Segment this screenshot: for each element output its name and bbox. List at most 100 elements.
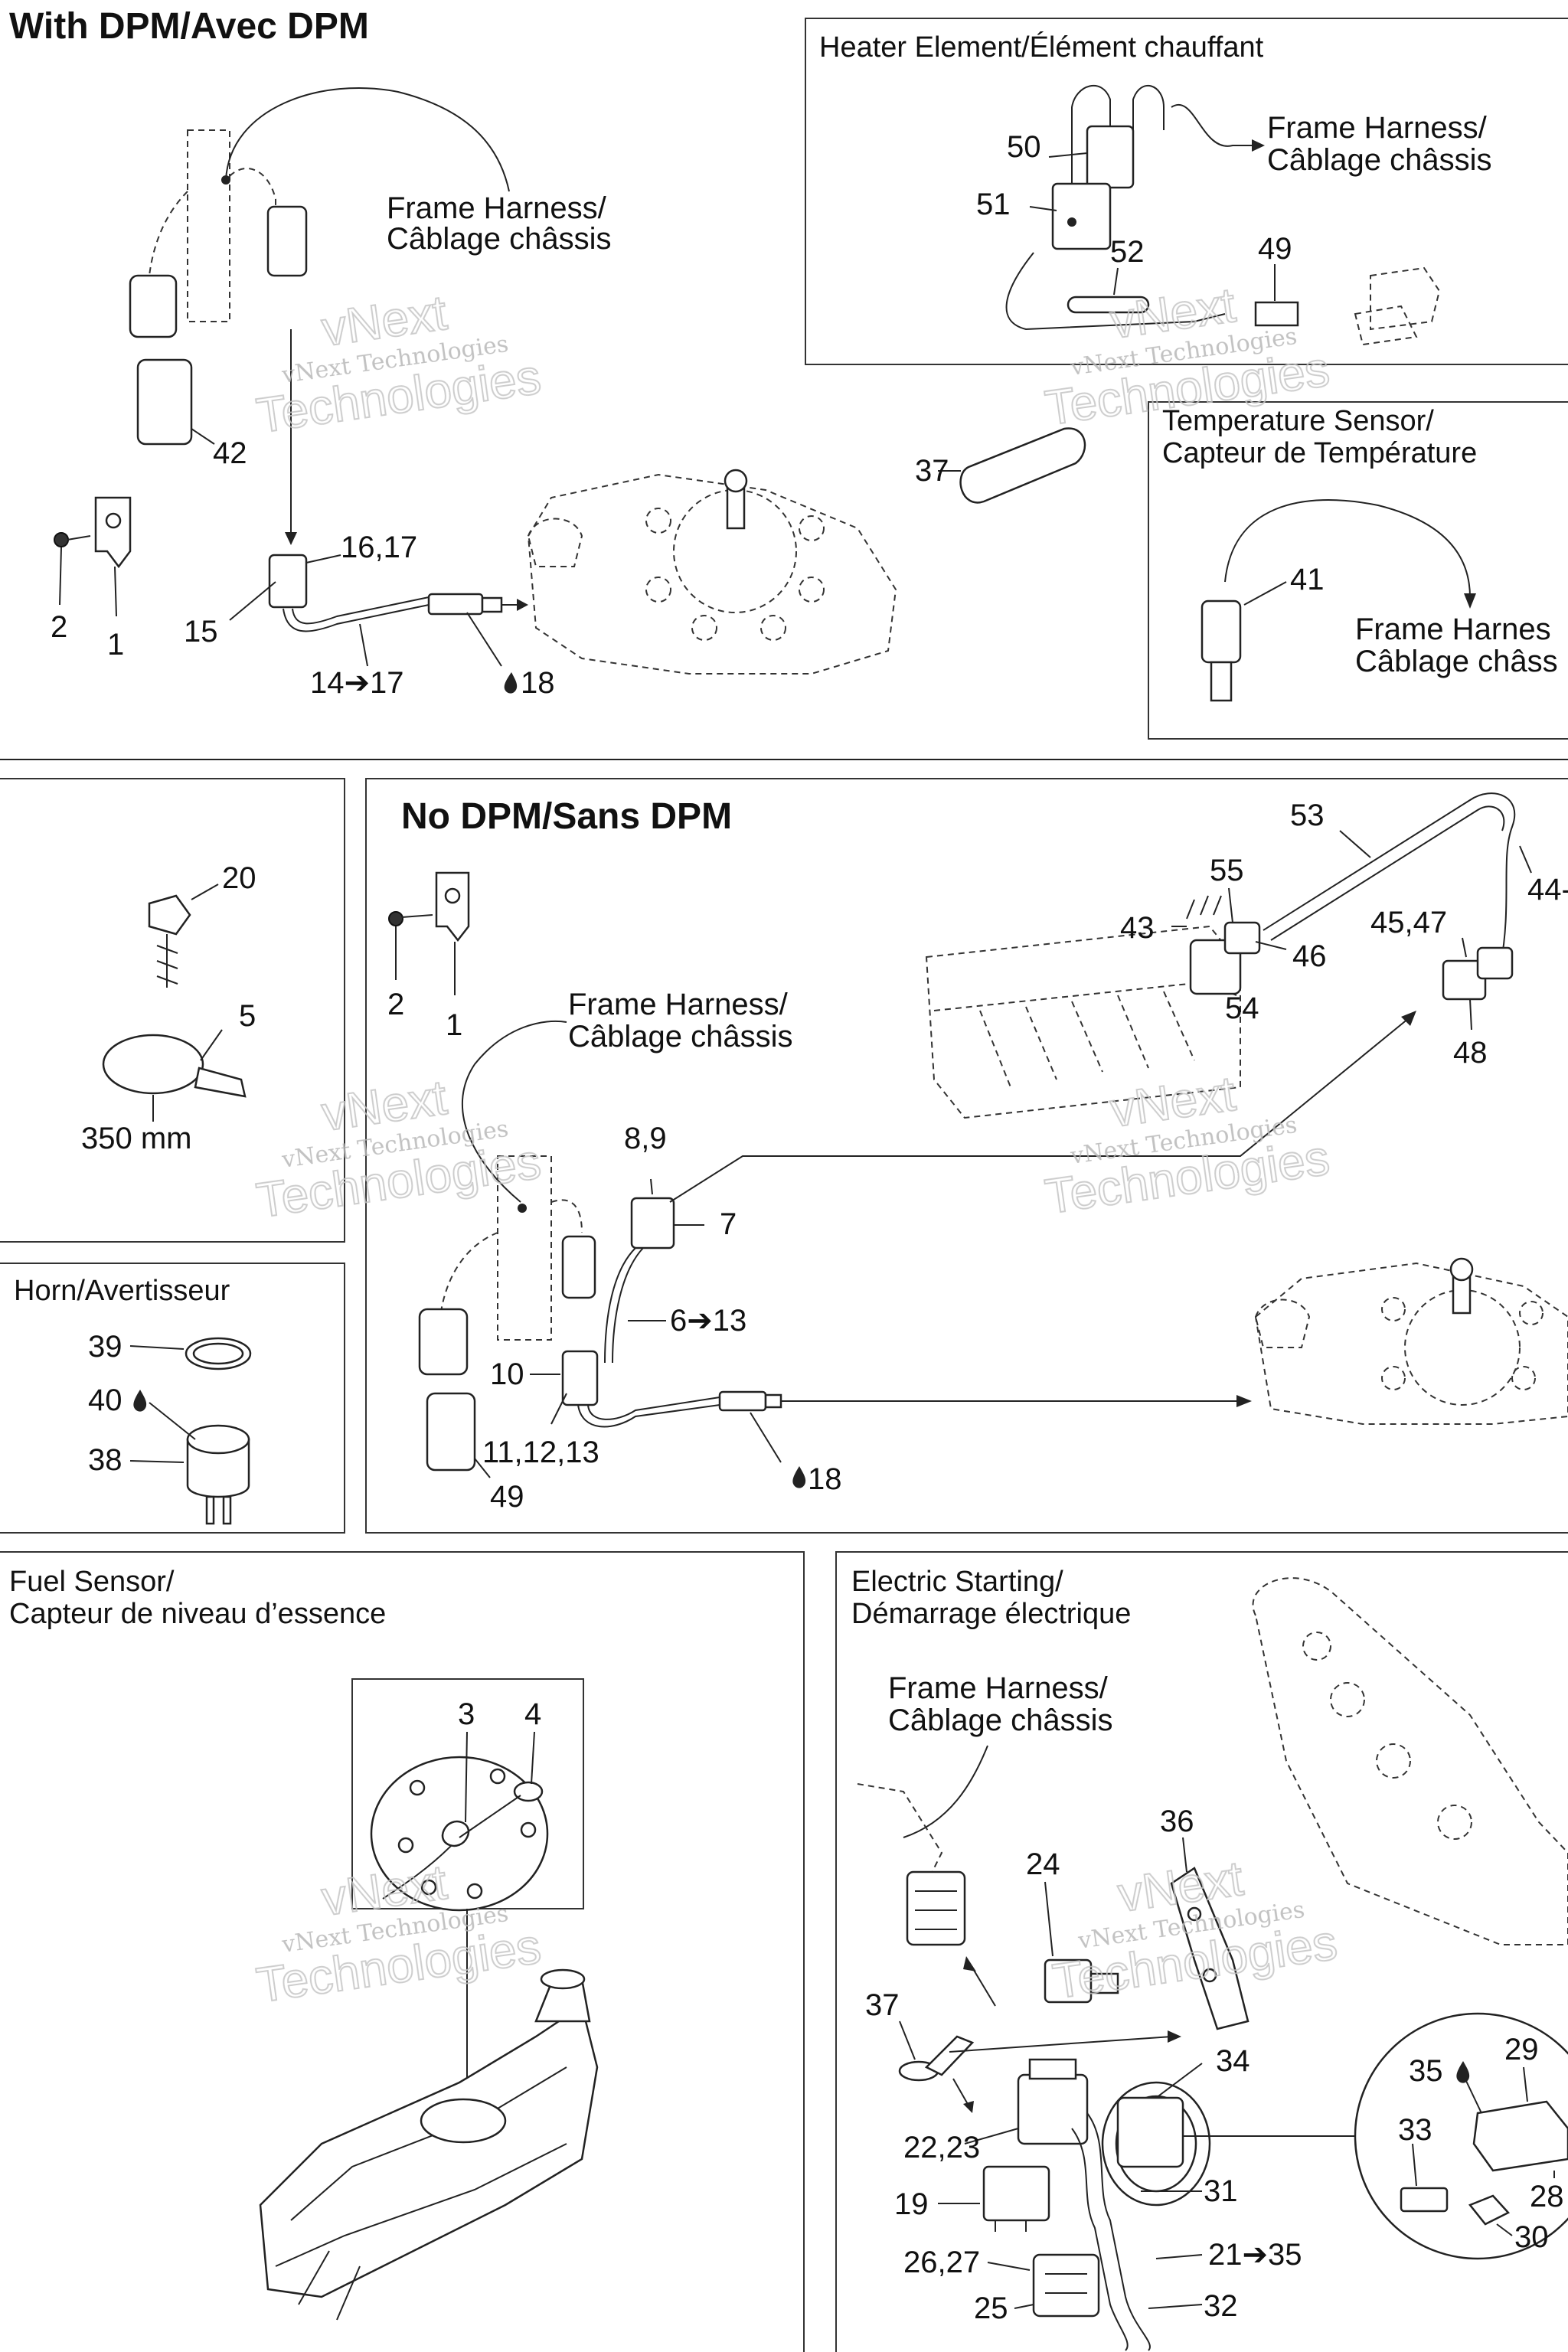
sensor-harness-no-dpm: [561, 1197, 782, 1428]
fuel-sensor-panel: [0, 1551, 805, 2352]
connector-25: [1032, 2253, 1100, 2318]
callout-15: 15: [184, 615, 218, 648]
callout-46: 46: [1292, 939, 1327, 973]
callout-51: 51: [976, 188, 1011, 221]
callout-7: 7: [720, 1207, 737, 1241]
callout-6-13: 6➔13: [670, 1304, 746, 1338]
temp-frame-harness-label-fr: Câblage châss: [1355, 645, 1558, 678]
heater-element-52: [1067, 296, 1150, 314]
no-dpm-title: No DPM/Sans DPM: [401, 796, 732, 837]
heater-title: Heater Element/Élément chauffant: [819, 31, 1264, 64]
callout-37-es: 37: [865, 1988, 900, 2022]
callout-49-heater: 49: [1258, 232, 1292, 266]
callout-39: 39: [88, 1330, 122, 1364]
callout-1-with-dpm: 1: [107, 628, 124, 662]
fuel-sensor-title-line2: Capteur de niveau d’essence: [9, 1598, 386, 1630]
callout-18-with-dpm: 18: [521, 666, 555, 700]
callout-5: 5: [239, 999, 256, 1033]
connector-49: [426, 1392, 476, 1472]
engine-head-with-dpm: [527, 469, 897, 675]
callout-54: 54: [1225, 991, 1259, 1025]
callout-25: 25: [974, 2292, 1008, 2325]
callout-53: 53: [1290, 799, 1325, 832]
horn-panel: [0, 1263, 345, 1534]
callout-3: 3: [458, 1697, 475, 1731]
callout-36: 36: [1160, 1805, 1194, 1838]
heater-housing-sketch: [1354, 266, 1441, 346]
sensor-harness-with-dpm: [268, 554, 503, 632]
oil-drop-icon: [504, 672, 518, 694]
heater-element-panel: [805, 18, 1568, 365]
callout-43: 43: [1120, 911, 1155, 945]
callout-45-47: 45,47: [1370, 906, 1447, 939]
electric-starting-title-line2: Démarrage électrique: [851, 1598, 1131, 1630]
with-dpm-title: With DPM/Avec DPM: [9, 6, 369, 47]
callout-11-12-13: 11,12,13: [482, 1436, 599, 1469]
temperature-sensor-panel: [1148, 401, 1568, 740]
callout-49-no-dpm: 49: [490, 1480, 524, 1514]
electric-starting-title-line1: Electric Starting/: [851, 1566, 1063, 1598]
connector-42: [136, 358, 193, 446]
callout-40: 40: [88, 1383, 122, 1417]
callout-20: 20: [222, 861, 256, 895]
callout-18-no-dpm: 18: [808, 1462, 842, 1496]
bracket-36: [1170, 1867, 1250, 2030]
callout-19: 19: [894, 2187, 929, 2221]
no-dpm-dpm-route: [669, 1018, 1410, 1203]
temp-sensor-route: [1224, 499, 1471, 598]
temp-sensor-title-line2: Capteur de Température: [1162, 437, 1477, 469]
no-dpm-panel: [365, 778, 1568, 1534]
relay-24: [1044, 1958, 1119, 2004]
callout-1-no-dpm: 1: [446, 1008, 462, 1042]
heater-harness-route: [1171, 104, 1256, 147]
fuse-30: [1468, 2194, 1511, 2226]
callout-37-heater: 37: [915, 454, 949, 488]
fuse-33: [1400, 2187, 1449, 2213]
heater-frame-harness-label: Frame Harness/: [1267, 111, 1488, 145]
fuel-tank: [259, 1968, 599, 2321]
heater-frame-harness-label-fr: Câblage châssis: [1267, 143, 1492, 177]
connector-48: [1442, 946, 1514, 1001]
callout-38: 38: [88, 1443, 122, 1477]
callout-35: 35: [1409, 2054, 1443, 2088]
callout-50: 50: [1007, 130, 1041, 164]
screw-20: [148, 894, 191, 988]
with-dpm-frame-harness-sketch: [129, 129, 308, 338]
relay-19: [982, 2165, 1050, 2232]
callout-33: 33: [1398, 2113, 1432, 2147]
bracket-1: [94, 496, 132, 569]
callout-2-no-dpm: 2: [387, 988, 404, 1021]
no-dpm-frame-harness-label: Frame Harness/: [568, 988, 789, 1021]
callout-26-27: 26,27: [903, 2246, 980, 2279]
callout-16-17: 16,17: [341, 531, 417, 564]
callout-52: 52: [1110, 235, 1145, 269]
callout-32: 32: [1204, 2289, 1238, 2323]
callout-48: 48: [1453, 1036, 1488, 1070]
starter-solenoid-22-23: [1017, 2058, 1089, 2145]
es-frame-harness-label-fr: Câblage châssis: [888, 1704, 1113, 1737]
es-connector-plug: [906, 1870, 966, 1946]
callout-55: 55: [1210, 854, 1244, 887]
dpm-harness-53: [1263, 792, 1516, 965]
hardware-panel: [0, 778, 345, 1243]
callout-4: 4: [524, 1697, 541, 1731]
starting-harness: [1071, 2081, 1211, 2351]
oil-drop-icon-no-dpm: [792, 1466, 806, 1488]
temperature-sensor-41: [1200, 599, 1242, 702]
leader-42: [191, 428, 215, 445]
horn-38: [186, 1424, 250, 1525]
horn-ring-39: [185, 1337, 252, 1370]
screw-2: [54, 532, 91, 547]
no-dpm-harness-route: [462, 1020, 567, 1203]
cable-tie-5: [102, 1034, 247, 1098]
grommet-37: [959, 427, 1086, 504]
oil-drop-icon-fuse: [1456, 2061, 1470, 2083]
callout-22-23: 22,23: [903, 2131, 980, 2164]
cable-tie-length: 350 mm: [81, 1122, 192, 1155]
callout-41: 41: [1290, 563, 1325, 596]
callout-10: 10: [490, 1357, 524, 1391]
electric-starting-panel: [835, 1551, 1568, 2352]
callout-28: 28: [1530, 2180, 1564, 2213]
callout-24: 24: [1026, 1847, 1060, 1881]
